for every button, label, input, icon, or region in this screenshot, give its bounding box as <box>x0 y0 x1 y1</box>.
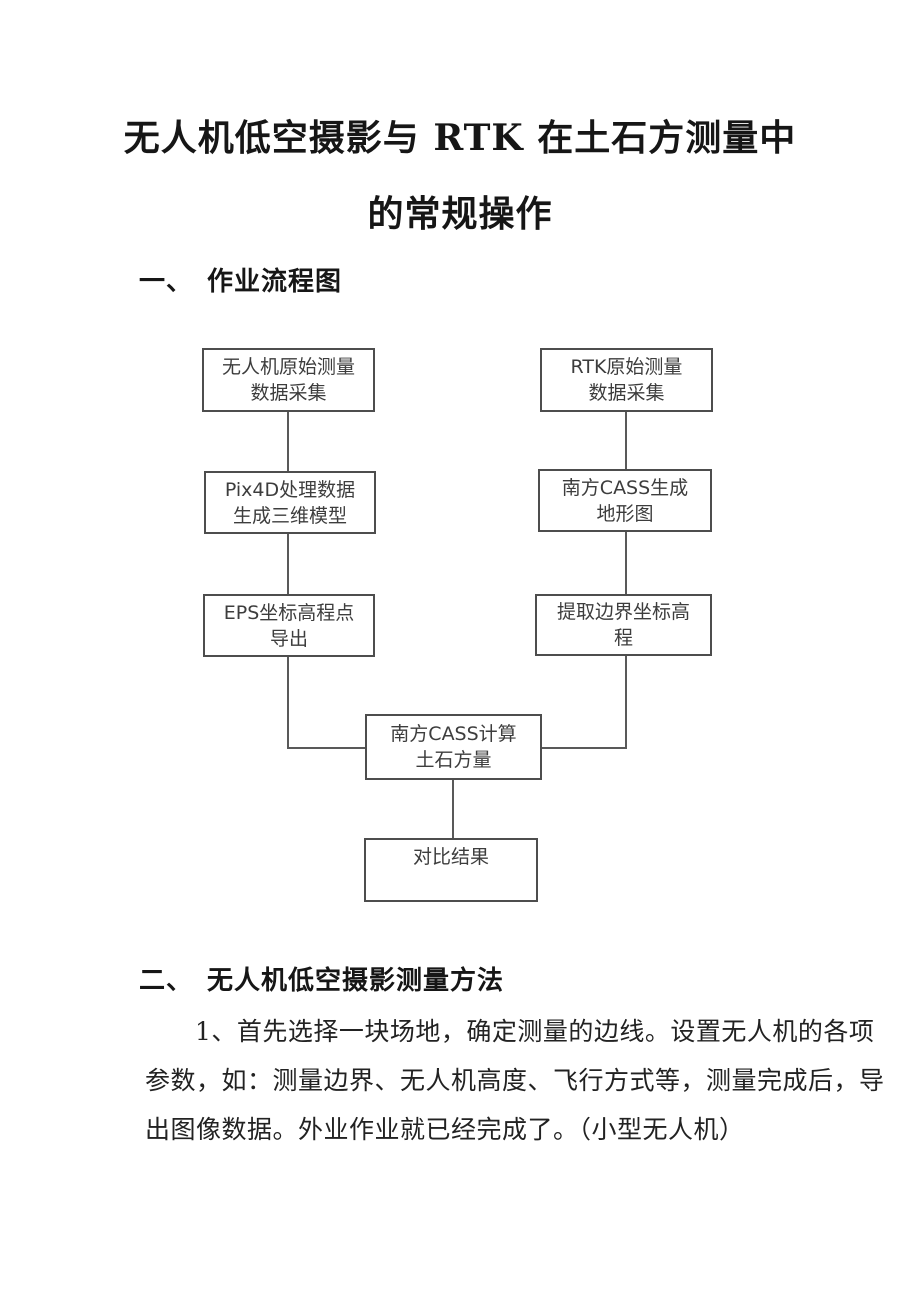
connector-eps-to-calc <box>287 747 365 749</box>
flow-box-text: 南方CASS计算 <box>390 723 517 745</box>
flow-box-cass-earthwork-calculation: 南方CASS计算 土石方量 <box>365 714 542 780</box>
document-title-line1: 无人机低空摄影与 RTK 在土石方测量中 <box>123 117 797 159</box>
document-title-line2: 的常规操作 <box>367 193 553 235</box>
section-heading-uav-method: 二、 无人机低空摄影测量方法 <box>139 966 505 996</box>
flow-box-text: 程 <box>613 627 633 649</box>
flow-box-text: 对比结果 <box>412 846 489 868</box>
connector-eps-down <box>287 657 289 749</box>
flow-box-extract-boundary-elevation: 提取边界坐标高 程 <box>535 594 712 656</box>
flow-box-text: 数据采集 <box>588 382 665 404</box>
flow-box-pix4d-3d-model: Pix4D处理数据 生成三维模型 <box>204 471 376 534</box>
paragraph-line: 1、首先选择一块场地，确定测量的边线。设置无人机的各项 <box>195 1017 875 1046</box>
flow-box-text: 土石方量 <box>415 749 492 771</box>
connector-rtk-to-cass <box>625 412 627 469</box>
paragraph-line: 出图像数据。外业作业就已经完成了。（小型无人机） <box>145 1115 745 1144</box>
connector-calc-to-compare <box>452 780 454 838</box>
connector-extract-down <box>625 656 627 749</box>
flow-box-compare-results: 对比结果 <box>364 838 538 902</box>
flow-box-rtk-data-collection: RTK原始测量 数据采集 <box>540 348 713 412</box>
flow-box-text: 提取边界坐标高 <box>556 601 690 623</box>
connector-extract-to-calc <box>542 747 627 749</box>
flow-box-text: 无人机原始测量 <box>221 356 355 378</box>
flow-box-uav-data-collection: 无人机原始测量 数据采集 <box>202 348 375 412</box>
paragraph-line: 参数，如：测量边界、无人机高度、飞行方式等，测量完成后，导 <box>145 1066 885 1095</box>
flow-box-text: 导出 <box>269 627 308 650</box>
section-heading-workflow: 一、 作业流程图 <box>139 267 343 297</box>
connector-cass-to-extract <box>625 532 627 594</box>
connector-uav-to-pix4d <box>287 412 289 471</box>
connector-pix4d-to-eps <box>287 534 289 594</box>
flow-box-eps-elevation-export: EPS坐标高程点 导出 <box>203 594 375 657</box>
flow-box-text: Pix4D处理数据 <box>224 478 356 501</box>
flow-box-text: RTK原始测量 <box>570 356 683 378</box>
flow-box-text: EPS坐标高程点 <box>223 601 355 624</box>
flow-box-text: 数据采集 <box>250 382 327 404</box>
flow-box-text: 南方CASS生成 <box>561 476 689 499</box>
document-title: 无人机低空摄影与 RTK 在土石方测量中 的常规操作 <box>0 100 920 252</box>
flow-box-text: 生成三维模型 <box>232 504 347 527</box>
flow-box-cass-terrain-map: 南方CASS生成 地形图 <box>538 469 712 532</box>
flow-box-text: 地形图 <box>596 502 654 525</box>
workflow-diagram: 无人机原始测量 数据采集 RTK原始测量 数据采集 Pix4D处理数据 生成三维… <box>202 348 713 902</box>
